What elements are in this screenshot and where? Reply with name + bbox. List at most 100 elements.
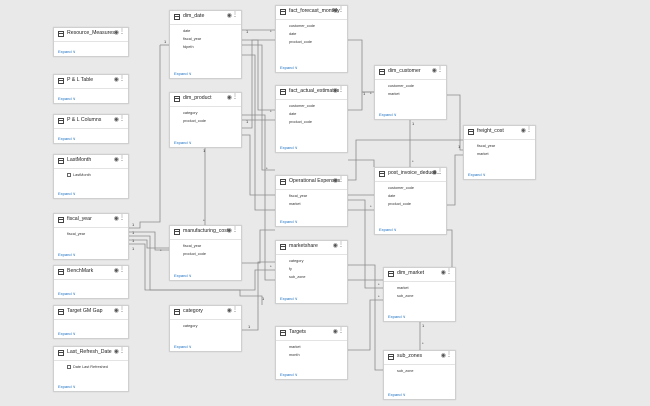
expand-link[interactable]: Expand ∨ xyxy=(379,112,397,117)
expand-link[interactable]: Expand ∨ xyxy=(280,219,298,224)
relationship-line[interactable] xyxy=(129,231,169,251)
more-options-icon[interactable]: ⋮ xyxy=(338,7,344,13)
table-card-header[interactable]: fiscal_year◉⋮ xyxy=(54,214,128,228)
field-item[interactable]: product_code xyxy=(375,200,446,208)
visibility-eye-icon[interactable]: ◉ xyxy=(113,117,119,123)
relationship-line[interactable] xyxy=(348,159,375,167)
visibility-eye-icon[interactable]: ◉ xyxy=(113,30,119,36)
table-card-header[interactable]: Resource_Measures◉⋮ xyxy=(54,28,128,42)
field-item[interactable]: market xyxy=(276,343,347,351)
more-options-icon[interactable]: ⋮ xyxy=(119,156,125,162)
table-card-target-gm-gap[interactable]: Target GM Gap◉⋮ Expand ∨ xyxy=(53,305,129,339)
more-options-icon[interactable]: ⋮ xyxy=(119,116,125,122)
relationship-line[interactable] xyxy=(129,45,161,229)
table-card-resource-measures[interactable]: Resource_Measures◉⋮ Expand ∨ xyxy=(53,27,129,57)
table-card-header[interactable]: dim_product◉⋮ xyxy=(170,93,241,107)
field-item[interactable]: fiscal_year xyxy=(54,230,128,238)
more-options-icon[interactable]: ⋮ xyxy=(437,67,443,73)
expand-link[interactable]: Expand ∨ xyxy=(174,273,192,278)
expand-link[interactable]: Expand ∨ xyxy=(388,392,406,397)
field-item[interactable]: date xyxy=(276,110,347,118)
more-options-icon[interactable]: ⋮ xyxy=(232,12,238,18)
more-options-icon[interactable]: ⋮ xyxy=(119,215,125,221)
visibility-eye-icon[interactable]: ◉ xyxy=(440,353,446,359)
expand-link[interactable]: Expand ∨ xyxy=(388,314,406,319)
field-item[interactable]: category xyxy=(170,109,241,117)
visibility-eye-icon[interactable]: ◉ xyxy=(440,270,446,276)
more-options-icon[interactable]: ⋮ xyxy=(526,127,532,133)
relationship-line[interactable] xyxy=(129,243,263,305)
more-options-icon[interactable]: ⋮ xyxy=(119,348,125,354)
table-card-header[interactable]: fact_forecast_monthly◉⋮ xyxy=(276,6,347,20)
field-item[interactable]: fiscal_year xyxy=(464,142,535,150)
field-item[interactable]: fy xyxy=(276,265,347,273)
field-item[interactable]: sub_zone xyxy=(384,292,455,300)
field-item[interactable]: date xyxy=(276,30,347,38)
more-options-icon[interactable]: ⋮ xyxy=(446,352,452,358)
field-item[interactable]: sub_zone xyxy=(384,367,455,375)
relationship-line[interactable] xyxy=(242,39,275,129)
more-options-icon[interactable]: ⋮ xyxy=(232,94,238,100)
more-options-icon[interactable]: ⋮ xyxy=(119,76,125,82)
field-item[interactable]: market xyxy=(384,284,455,292)
table-card-header[interactable]: Targets◉⋮ xyxy=(276,327,347,341)
more-options-icon[interactable]: ⋮ xyxy=(119,267,125,273)
field-item[interactable]: category xyxy=(276,257,347,265)
table-card-header[interactable]: Target GM Gap◉⋮ xyxy=(54,306,128,320)
relationship-line[interactable] xyxy=(242,44,275,171)
visibility-eye-icon[interactable]: ◉ xyxy=(113,349,119,355)
table-card-header[interactable]: manufacturing_cost◉⋮ xyxy=(170,226,241,240)
visibility-eye-icon[interactable]: ◉ xyxy=(332,329,338,335)
expand-link[interactable]: Expand ∨ xyxy=(379,227,397,232)
field-item[interactable]: month xyxy=(276,351,347,359)
field-item[interactable]: product_code xyxy=(170,117,241,125)
more-options-icon[interactable]: ⋮ xyxy=(437,169,443,175)
relationship-line[interactable] xyxy=(129,239,169,249)
table-card-pl-columns[interactable]: P & L Columns◉⋮Expand ∨ xyxy=(53,114,129,144)
expand-link[interactable]: Expand ∨ xyxy=(280,145,298,150)
table-card-header[interactable]: sub_zones◉⋮ xyxy=(384,351,455,365)
more-options-icon[interactable]: ⋮ xyxy=(119,307,125,313)
visibility-eye-icon[interactable]: ◉ xyxy=(113,308,119,314)
visibility-eye-icon[interactable]: ◉ xyxy=(226,308,232,314)
table-card-header[interactable]: dim_date◉⋮ xyxy=(170,11,241,25)
expand-link[interactable]: Expand ∨ xyxy=(58,49,76,54)
relationship-line[interactable] xyxy=(348,299,383,351)
table-card-header[interactable]: dim_market◉⋮ xyxy=(384,268,455,282)
expand-link[interactable]: Expand ∨ xyxy=(58,331,76,336)
visibility-eye-icon[interactable]: ◉ xyxy=(520,128,526,134)
visibility-eye-icon[interactable]: ◉ xyxy=(113,216,119,222)
field-item[interactable]: fiscal_year xyxy=(276,192,347,200)
visibility-eye-icon[interactable]: ◉ xyxy=(332,178,338,184)
table-card-header[interactable]: LastMonth◉⋮ xyxy=(54,155,128,169)
visibility-eye-icon[interactable]: ◉ xyxy=(226,228,232,234)
expand-link[interactable]: Expand ∨ xyxy=(468,172,486,177)
field-item[interactable]: category xyxy=(170,322,241,330)
expand-link[interactable]: Expand ∨ xyxy=(174,140,192,145)
visibility-eye-icon[interactable]: ◉ xyxy=(431,68,437,74)
more-options-icon[interactable]: ⋮ xyxy=(338,87,344,93)
field-item[interactable]: fiscal_year xyxy=(170,35,241,43)
expand-link[interactable]: Expand ∨ xyxy=(58,191,76,196)
table-card-pl-table[interactable]: P & L Table◉⋮Expand ∨ xyxy=(53,74,129,104)
relationship-line[interactable] xyxy=(242,39,275,111)
field-item[interactable]: customer_code xyxy=(375,82,446,90)
field-item[interactable]: fdpeth xyxy=(170,43,241,51)
visibility-eye-icon[interactable]: ◉ xyxy=(332,8,338,14)
visibility-eye-icon[interactable]: ◉ xyxy=(226,95,232,101)
expand-link[interactable]: Expand ∨ xyxy=(58,291,76,296)
field-item[interactable]: product_code xyxy=(170,250,241,258)
table-card-header[interactable]: P & L Columns◉⋮ xyxy=(54,115,128,129)
relationship-line[interactable] xyxy=(447,154,463,206)
visibility-eye-icon[interactable]: ◉ xyxy=(431,170,437,176)
